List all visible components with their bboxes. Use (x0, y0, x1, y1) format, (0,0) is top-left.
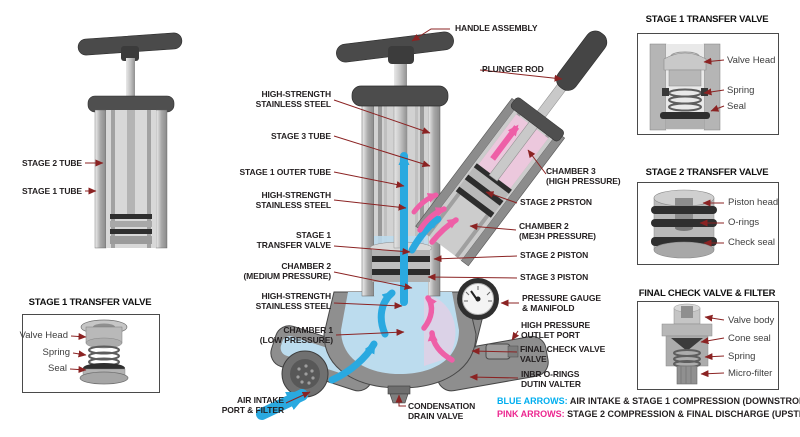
label-valve-head-left: Valve Head (19, 330, 68, 341)
label-piston-head: Piston head (728, 197, 779, 208)
label-spring: Spring (727, 85, 755, 96)
leader-lines (69, 28, 725, 407)
label-hs-ss-3: HIGH-STRENGTH STAINLESS STEEL (255, 291, 331, 312)
panel-final-title: FINAL CHECK VALVE & FILTER (638, 288, 776, 299)
label-hs-ss-1: HIGH-STRENGTH STAINLESS STEEL (255, 89, 331, 110)
label-cone-seal: Cone seal (728, 333, 771, 344)
label-stage2-prston: STAGE 2 PRSTON (520, 197, 592, 207)
label-chamber1: CHAMBER 1 (LOW PRESSURE) (259, 325, 333, 346)
label-seal-left: Seal (47, 363, 67, 374)
label-seal: Seal (727, 101, 747, 112)
label-hp-outlet: HIGH PRESSURE OUTLET PORT (521, 320, 591, 341)
label-hs-ss-2: HIGH-STRENGTH STAINLESS STEEL (255, 190, 331, 211)
intake-filter-mesh (296, 364, 315, 385)
legend-blue-line: BLUE ARROWS: AIR INTAKE & STAGE 1 COMPRE… (497, 395, 800, 408)
left-pump-illustration (77, 32, 183, 249)
pink-flow-arrows (411, 192, 459, 363)
label-final-check: FINAL CHECK VALVE VALVE (520, 344, 606, 365)
label-orings: O-rings (728, 217, 760, 228)
stage1-valve-left-inset-illustration (79, 319, 129, 385)
label-chamber2-me3h: CHAMBER 2 (ME3H PRESSURE) (519, 221, 596, 242)
label-stage1-tube: STAGE 1 TUBE (21, 186, 82, 196)
label-condensation: CONDENSATION DRAIN VALVE (408, 401, 476, 422)
label-stage3-piston: STAGE 3 PISTON (520, 272, 589, 282)
label-check-seal: Check seal (728, 237, 775, 248)
label-stage2-piston: STAGE 2 PISTON (520, 250, 589, 260)
left-inset-title: STAGE 1 TRANSFER VALVE (28, 297, 152, 308)
label-spring-left: Spring (42, 347, 70, 358)
legend-pink-text: STAGE 2 COMPRESSION & FINAL DISCHARGE (U… (567, 409, 800, 419)
label-chamber2: CHAMBER 2 (MEDIUM PRESSURE) (243, 261, 331, 282)
panel-stage1-title: STAGE 1 TRANSFER VALVE (645, 14, 769, 25)
label-stage3-tube: STAGE 3 TUBE (270, 131, 331, 141)
blue-flow-arrows (256, 152, 442, 420)
stage1-valve-inset-box (637, 33, 779, 135)
label-stage1-transfer-valve: STAGE 1 TRANSFER VALVE (256, 230, 331, 251)
label-air-intake: AIR INTAKE PORT & FILTER (221, 395, 284, 416)
label-micro-filter: Micro-filter (728, 368, 773, 379)
label-plunger-rod: PLUNGER ROD (482, 64, 544, 74)
legend-blue-text: AIR INTAKE & STAGE 1 COMPRESSION (DOWNST… (567, 396, 800, 406)
label-final-spring: Spring (728, 351, 756, 362)
label-inbr-orings: INBR O-RINGS DUTIN VALTER (521, 369, 581, 390)
arrow-legend: BLUE ARROWS: AIR INTAKE & STAGE 1 COMPRE… (497, 395, 800, 421)
label-valve-head: Valve Head (727, 55, 776, 66)
legend-pink-line: PINK ARROWS: STAGE 2 COMPRESSION & FINAL… (497, 408, 800, 421)
stage1-valve-inset-illustration (649, 43, 721, 131)
stage2-valve-inset-box (637, 182, 779, 265)
legend-pink-prefix: PINK ARROWS: (497, 409, 565, 419)
label-stage2-tube: STAGE 2 TUBE (21, 158, 82, 168)
label-pressure-gauge: PRESSURE GAUGE & MANIFOLD (522, 293, 601, 314)
label-stage1-outer-tube: STAGE 1 OUTER TUBE (239, 167, 331, 177)
legend-blue-prefix: BLUE ARROWS: (497, 396, 568, 406)
label-valve-body: Valve body (728, 315, 775, 326)
stage1-valve-left-inset-box (22, 314, 160, 393)
panel-stage2-title: STAGE 2 TRANSFER VALVE (645, 167, 769, 178)
label-chamber3: CHAMBER 3 (HIGH PRESSURE) (546, 166, 621, 187)
label-handle-assembly: HANDLE ASSEMBLY (455, 23, 538, 33)
final-check-valve-inset-box (637, 301, 779, 390)
